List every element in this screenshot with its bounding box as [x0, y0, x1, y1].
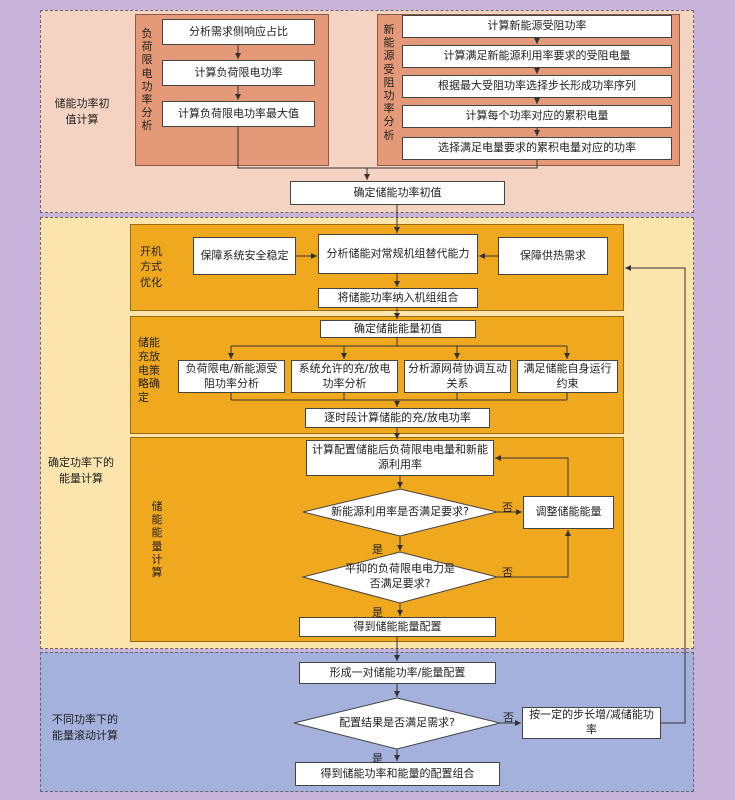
strategy-item-4: 满足储能自身运行约束	[517, 360, 618, 393]
load-step-1: 分析需求侧响应占比	[162, 19, 315, 45]
startup-center-box: 分析储能对常规机组替代能力	[318, 234, 478, 274]
startup-bottom-box: 将储能功率纳入机组组合	[318, 288, 478, 308]
q-config-result: 配置结果是否满足需求?	[339, 715, 455, 729]
strategy-bottom-box: 逐时段计算储能的充/放电功率	[305, 408, 490, 428]
energy-result-box: 得到储能能量配置	[299, 617, 496, 637]
strategy-panel-title: 储能充放电策略确定	[138, 336, 160, 404]
label-no-2: 否	[502, 566, 513, 579]
label-no-1: 否	[502, 501, 513, 514]
region-energy-label: 确定功率下的能量计算	[48, 456, 114, 485]
energy-panel-title: 储能能量计算	[151, 500, 163, 579]
region-initial-label: 储能功率初值计算	[54, 97, 110, 126]
load-step-3: 计算负荷限电功率最大值	[162, 101, 315, 127]
renewable-step-5: 选择满足电量要求的累积电量对应的功率	[402, 137, 672, 160]
renewable-step-3: 根据最大受阻功率选择步长形成功率序列	[402, 75, 672, 98]
adjust-energy-box: 调整储能能量	[523, 496, 614, 529]
region-rolling-label: 不同功率下的能量滚动计算	[52, 713, 118, 742]
calc-after-storage-box: 计算配置储能后负荷限电电量和新能源利用率	[306, 440, 494, 476]
step-adjust-box: 按一定的步长增/减储能功率	[522, 707, 661, 739]
load-step-2: 计算负荷限电功率	[162, 60, 315, 86]
strategy-item-2: 系统允许的充/放电功率分析	[291, 360, 398, 393]
renewable-step-2: 计算满足新能源利用率要求的受阻电量	[402, 45, 672, 68]
renewable-step-1: 计算新能源受阻功率	[402, 15, 672, 38]
startup-right-box: 保障供热需求	[498, 237, 608, 275]
renewable-panel-title: 新能源受阻功率分析	[383, 23, 395, 142]
strategy-item-3: 分析源网荷协调互动关系	[404, 360, 511, 393]
startup-left-box: 保障系统安全稳定	[193, 237, 296, 275]
load-panel-title: 负荷限电功率分析	[141, 27, 153, 133]
strategy-item-1: 负荷限电/新能源受阻功率分析	[178, 360, 285, 393]
label-no-3: 否	[503, 711, 514, 724]
q-renewable-rate: 新能源利用率是否满足要求?	[331, 504, 469, 518]
final-result-box: 得到储能功率和能量的配置组合	[295, 762, 500, 786]
determine-initial-power: 确定储能功率初值	[290, 181, 505, 205]
strategy-top-box: 确定储能能量初值	[320, 320, 476, 338]
startup-panel-title: 开机方式优化	[140, 245, 162, 289]
label-yes-1: 是	[372, 543, 383, 556]
q-load-curtail: 平抑的负荷限电电力是否满足要求?	[345, 562, 455, 590]
form-config-pair-box: 形成一对储能功率/能量配置	[299, 662, 496, 684]
label-yes-2: 是	[372, 606, 383, 619]
renewable-step-4: 计算每个功率对应的累积电量	[402, 105, 672, 128]
label-yes-3: 是	[372, 752, 383, 765]
